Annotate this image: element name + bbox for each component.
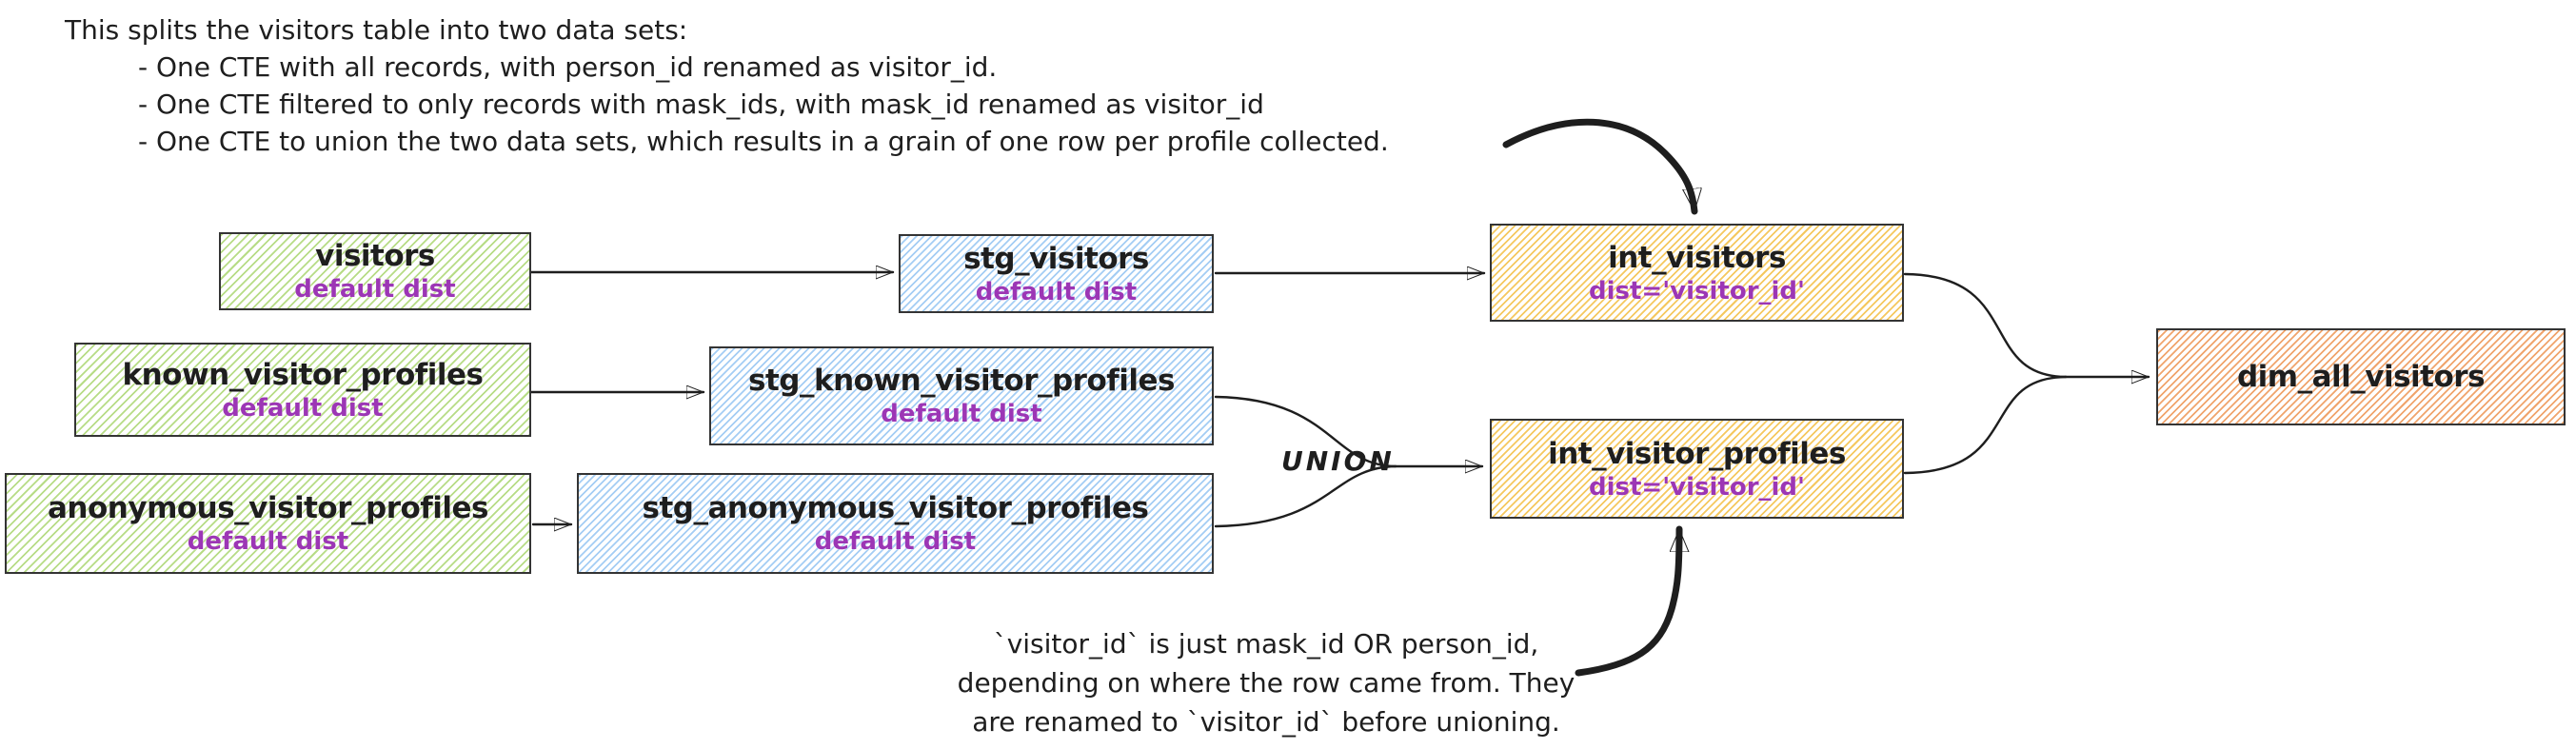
node-dist-label: default dist (294, 275, 456, 304)
node-int-visitor-profiles: int_visitor_profiles dist='visitor_id' (1490, 419, 1904, 519)
bottom-annotation-line: `visitor_id` is just mask_id OR person_i… (993, 628, 1539, 660)
top-annotation-line: - One CTE with all records, with person_… (138, 51, 998, 83)
top-annotation-line: - One CTE filtered to only records with … (138, 89, 1264, 120)
node-anonymous-visitor-profiles: anonymous_visitor_profiles default dist (5, 473, 531, 574)
node-visitors: visitors default dist (219, 232, 531, 310)
node-stg-anonymous-visitor-profiles: stg_anonymous_visitor_profiles default d… (577, 473, 1214, 574)
union-label: UNION (1281, 445, 1395, 477)
node-title: int_visitor_profiles (1548, 436, 1846, 471)
node-dist-label: default dist (881, 400, 1042, 428)
top-annotation-line: - One CTE to union the two data sets, wh… (138, 126, 1389, 157)
node-title: visitors (315, 239, 435, 273)
node-dist-label: default dist (222, 393, 384, 423)
node-title: anonymous_visitor_profiles (48, 491, 489, 525)
edge-stg-anon-to-union (1214, 464, 1397, 528)
node-title: stg_known_visitor_profiles (748, 364, 1175, 398)
node-dist-label: dist='visitor_id' (1588, 472, 1806, 502)
node-title: dim_all_visitors (2236, 360, 2486, 394)
annotation-arrow-bottom (1575, 525, 1679, 677)
node-int-visitors: int_visitors dist='visitor_id' (1490, 224, 1904, 322)
node-title: known_visitor_profiles (122, 357, 485, 392)
bottom-annotation: `visitor_id` is just mask_id OR person_i… (914, 624, 1618, 741)
node-title: stg_anonymous_visitor_profiles (642, 491, 1149, 525)
node-dist-label: default dist (187, 527, 349, 556)
edge-stg-known-to-union (1214, 395, 1397, 468)
node-title: stg_visitors (963, 241, 1149, 276)
edge-int-visitors-to-join (1903, 272, 2068, 379)
top-annotation-line: This splits the visitors table into two … (65, 14, 688, 46)
node-known-visitor-profiles: known_visitor_profiles default dist (74, 343, 531, 437)
node-stg-visitors: stg_visitors default dist (899, 234, 1214, 313)
node-dist-label: default dist (814, 527, 977, 556)
annotation-arrow-top (1502, 118, 1694, 215)
node-title: int_visitors (1608, 240, 1786, 275)
node-dist-label: default dist (975, 277, 1138, 306)
bottom-annotation-line: depending on where the row came from. Th… (957, 667, 1575, 699)
bottom-annotation-line: are renamed to `visitor_id` before union… (972, 706, 1560, 738)
node-dist-label: dist='visitor_id' (1588, 276, 1806, 306)
node-stg-known-visitor-profiles: stg_known_visitor_profiles default dist (709, 346, 1214, 445)
top-annotation: This splits the visitors table into two … (65, 11, 1389, 160)
node-dim-all-visitors: dim_all_visitors (2156, 328, 2566, 425)
edge-int-visitor-profiles-to-join (1903, 375, 2068, 475)
